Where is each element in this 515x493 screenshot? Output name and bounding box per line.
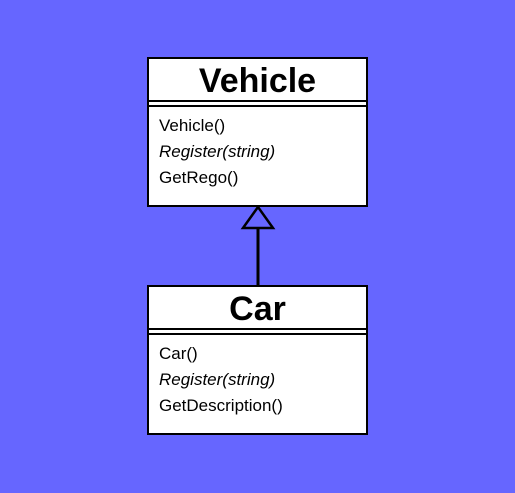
class-box-car[interactable]: Car Car() Register(string) GetDescriptio…	[147, 285, 368, 435]
class-box-vehicle[interactable]: Vehicle Vehicle() Register(string) GetRe…	[147, 57, 368, 207]
method-list-vehicle: Vehicle() Register(string) GetRego()	[149, 107, 366, 191]
method-car-register: Register(string)	[159, 370, 276, 389]
class-name-car: Car	[229, 290, 286, 328]
method-list-car: Car() Register(string) GetDescription()	[149, 335, 366, 419]
method-car-constructor: Car()	[159, 344, 198, 363]
inheritance-arrowhead	[240, 204, 276, 230]
class-divider	[149, 100, 366, 107]
method-vehicle-getrego: GetRego()	[159, 168, 239, 187]
method-car-getdescription: GetDescription()	[159, 396, 283, 415]
class-name-vehicle: Vehicle	[198, 62, 317, 100]
method-vehicle-register: Register(string)	[159, 142, 276, 161]
method-vehicle-constructor: Vehicle()	[159, 116, 226, 135]
class-divider	[149, 328, 366, 335]
